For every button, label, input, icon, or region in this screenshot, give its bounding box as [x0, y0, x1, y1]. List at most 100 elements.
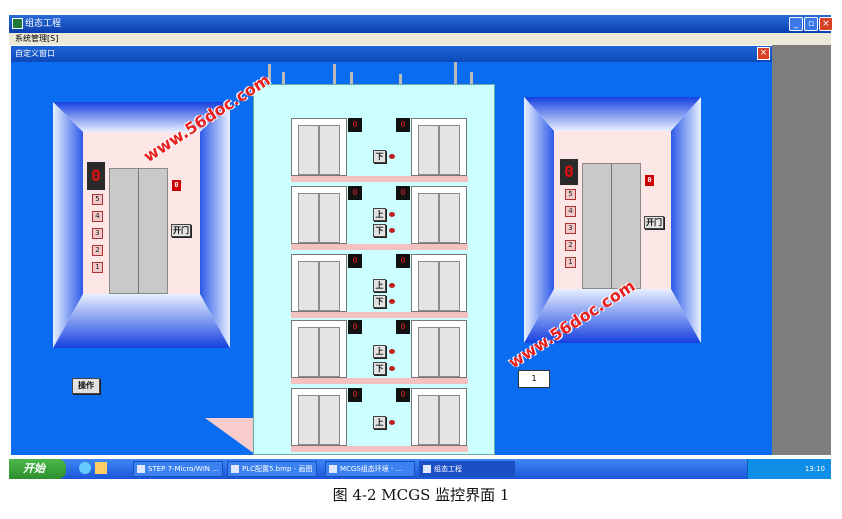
floor-5-left-elevator-door: [291, 118, 347, 176]
door-leaf: [439, 327, 460, 377]
floor-2-slab: [291, 378, 468, 384]
left-car-floor-3-button[interactable]: 3: [92, 228, 103, 239]
app-icon: [137, 465, 145, 473]
door-leaf: [319, 327, 340, 377]
left-car-floor-2-button[interactable]: 2: [92, 245, 103, 256]
floor-1-up-lamp: [389, 420, 395, 425]
floor-4-down-button[interactable]: 下: [373, 224, 386, 237]
floor-4-right-elevator-door: [411, 186, 467, 244]
right-elevator-car: 0 5 4 3 2 1 0 开门: [524, 97, 701, 343]
show-desktop-icon[interactable]: [95, 462, 107, 474]
left-elevator-car: 0 5 4 3 2 1 0 开门: [53, 102, 230, 348]
left-car-floor-4-button[interactable]: 4: [92, 211, 103, 222]
door-leaf: [418, 193, 439, 243]
door-leaf: [298, 125, 319, 175]
floor-1-slab: [291, 446, 468, 452]
clock: 13:10: [804, 465, 825, 473]
floor-3-down-button[interactable]: 下: [373, 295, 386, 308]
antenna: [454, 62, 457, 84]
door-leaf: [418, 261, 439, 311]
left-car-call-indicator: 0: [172, 180, 181, 191]
door-leaf: [418, 327, 439, 377]
floor-5-right-indicator: 0: [396, 118, 410, 132]
system-tray: 13:10: [747, 459, 831, 479]
left-car-open-door-button[interactable]: 开门: [171, 224, 191, 237]
floor-3-up-lamp: [389, 283, 395, 288]
minimize-icon[interactable]: _: [789, 17, 803, 31]
floor-1-right-elevator-door: [411, 388, 467, 446]
door-leaf: [298, 395, 319, 445]
left-car-floor-display: 0: [87, 162, 105, 190]
floor-2-up-button[interactable]: 上: [373, 345, 386, 358]
start-button[interactable]: 开始: [9, 459, 66, 479]
door-leaf: [418, 125, 439, 175]
floor-3-left-indicator: 0: [348, 254, 362, 268]
right-car-call-indicator: 0: [645, 175, 654, 186]
floor-3-right-elevator-door: [411, 254, 467, 312]
app-icon: [12, 18, 23, 29]
floor-2-right-elevator-door: [411, 320, 467, 378]
left-car-door-gap: [138, 168, 139, 294]
door-leaf: [439, 395, 460, 445]
floor-4-up-lamp: [389, 212, 395, 217]
right-car-floor-1-button[interactable]: 1: [565, 257, 576, 268]
door-leaf: [298, 261, 319, 311]
right-car-floor-display: 0: [560, 159, 578, 185]
antenna: [350, 72, 353, 84]
door-leaf: [298, 327, 319, 377]
right-car-floor-3-button[interactable]: 3: [565, 223, 576, 234]
door-leaf: [439, 193, 460, 243]
door-leaf: [439, 261, 460, 311]
mdi-background: [772, 45, 831, 455]
floor-5-left-indicator: 0: [348, 118, 362, 132]
window-titlebar: 组态工程 _ ▫ ×: [9, 15, 833, 33]
figure-caption: 图 4-2 MCGS 监控界面 1: [332, 486, 510, 504]
menu-bar: 系统管理[S]: [9, 33, 831, 45]
floor-5-slab: [291, 176, 468, 182]
floor-1-left-elevator-door: [291, 388, 347, 446]
floor-1-right-indicator: 0: [396, 388, 410, 402]
taskbar-item-paint[interactable]: PLC配置5.bmp - 画图: [227, 461, 317, 477]
floor-3-right-indicator: 0: [396, 254, 410, 268]
floor-5-down-button[interactable]: 下: [373, 150, 386, 163]
left-car-floor-1-button[interactable]: 1: [92, 262, 103, 273]
floor-4-down-lamp: [389, 228, 395, 233]
door-leaf: [298, 193, 319, 243]
app-icon: [423, 465, 431, 473]
value-input-box[interactable]: 1: [518, 370, 550, 388]
floor-1-up-button[interactable]: 上: [373, 416, 386, 429]
door-leaf: [319, 125, 340, 175]
floor-2-up-lamp: [389, 349, 395, 354]
door-leaf: [418, 395, 439, 445]
right-car-door-gap: [611, 163, 612, 289]
antenna: [268, 64, 271, 84]
floor-4-left-indicator: 0: [348, 186, 362, 200]
ie-icon[interactable]: [79, 462, 91, 474]
floor-3-up-button[interactable]: 上: [373, 279, 386, 292]
floor-4-slab: [291, 244, 468, 250]
menu-system-manage[interactable]: 系统管理[S]: [15, 34, 59, 43]
antenna: [333, 64, 336, 84]
right-car-floor-2-button[interactable]: 2: [565, 240, 576, 251]
close-icon[interactable]: ×: [819, 17, 833, 31]
child-window-title: 自定义窗口: [15, 49, 55, 58]
taskbar-item-label: MCGS组态环境 - ...: [340, 465, 403, 473]
left-car-floor-5-button[interactable]: 5: [92, 194, 103, 205]
close-icon[interactable]: ×: [757, 47, 770, 60]
taskbar-item-step7[interactable]: STEP 7-Micro/WIN ...: [133, 461, 223, 477]
door-leaf: [439, 125, 460, 175]
floor-4-up-button[interactable]: 上: [373, 208, 386, 221]
door-leaf: [319, 261, 340, 311]
child-window-titlebar: 自定义窗口 ×: [11, 46, 772, 62]
maximize-icon[interactable]: ▫: [804, 17, 818, 31]
floor-2-down-button[interactable]: 下: [373, 362, 386, 375]
operate-button[interactable]: 操作: [72, 378, 100, 394]
taskbar-item-label: STEP 7-Micro/WIN ...: [148, 465, 219, 473]
right-car-open-door-button[interactable]: 开门: [644, 216, 664, 229]
antenna: [470, 72, 473, 84]
antenna: [282, 72, 285, 84]
right-car-floor-4-button[interactable]: 4: [565, 206, 576, 217]
right-car-floor-5-button[interactable]: 5: [565, 189, 576, 200]
taskbar-item-project[interactable]: 组态工程: [419, 461, 515, 477]
taskbar-item-mcgs[interactable]: MCGS组态环境 - ...: [325, 461, 415, 477]
